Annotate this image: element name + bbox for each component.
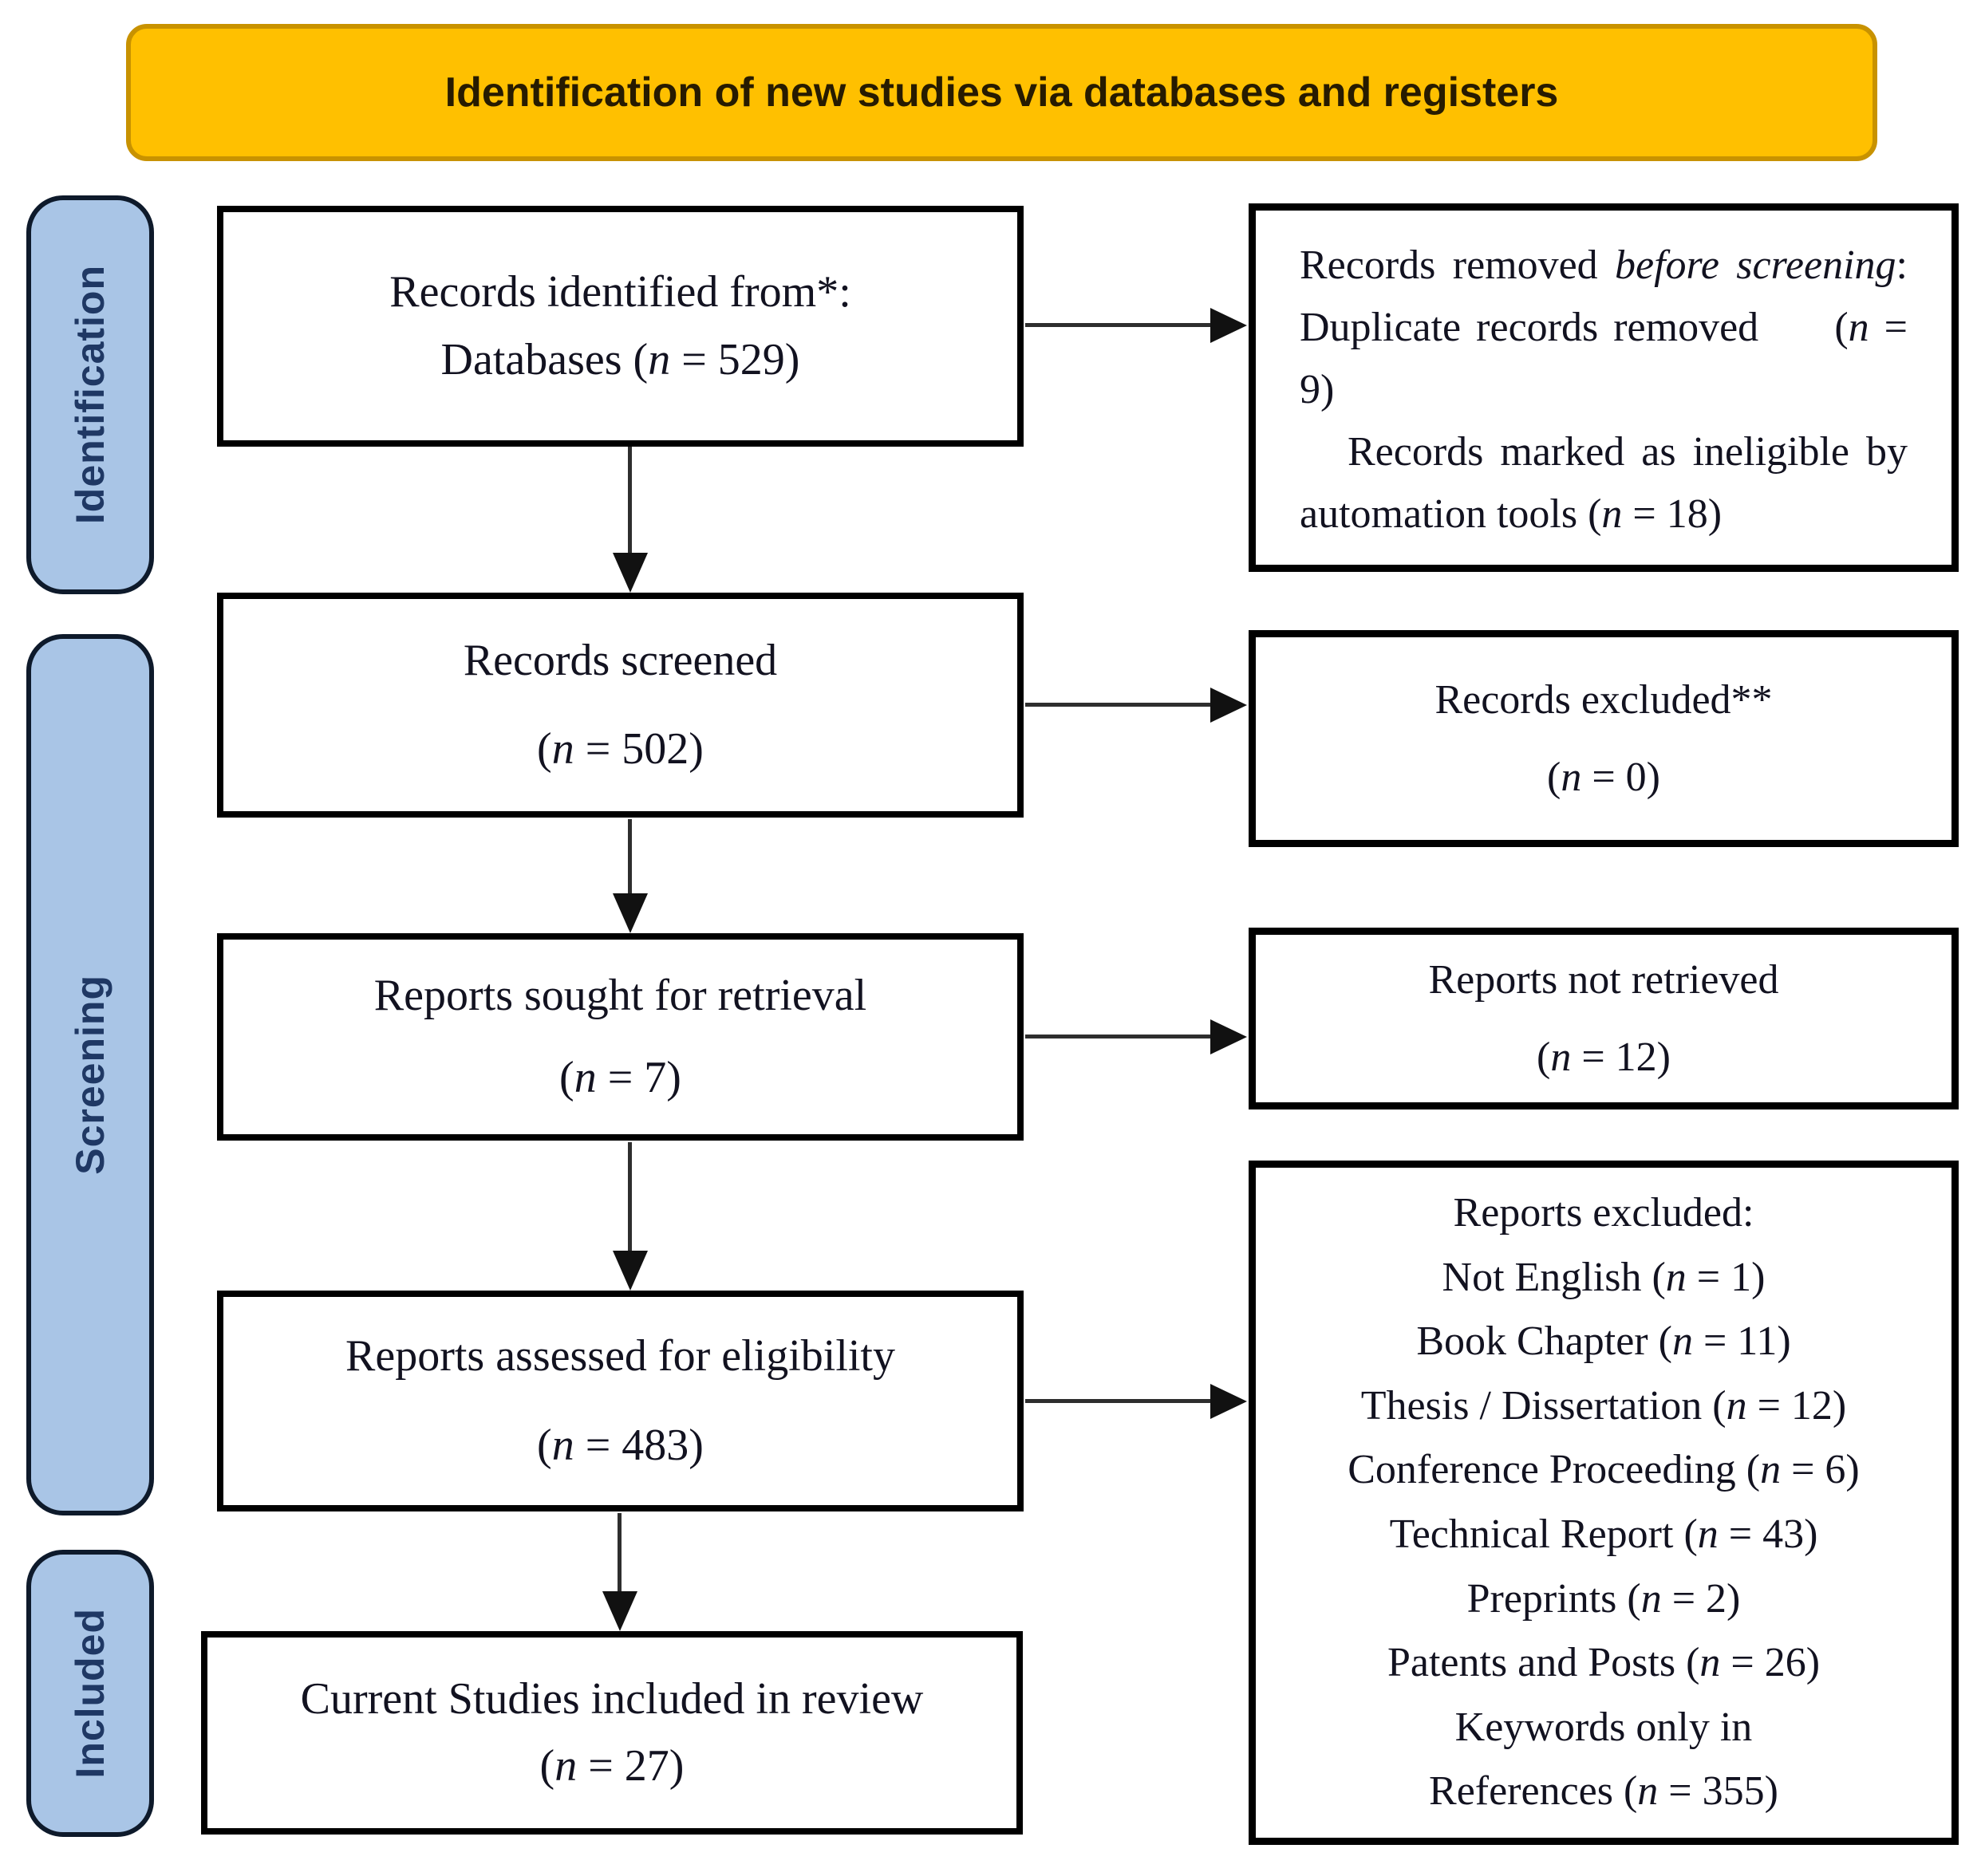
included-studies-box: Current Studies included in review (n = … (201, 1631, 1023, 1835)
included-studies-label: Current Studies included in review (300, 1674, 924, 1724)
records-excluded-label: Records excluded** (1434, 676, 1773, 723)
excluded-reason-item: Patents and Posts (n = 26) (1387, 1640, 1821, 1686)
excluded-reason-item: Conference Proceeding (n = 6) (1348, 1447, 1860, 1493)
arrow-assessed-to-reportsexcluded (1025, 1399, 1210, 1403)
records-removed-seg2: : Duplicate records removed (n = 9) (1300, 242, 1908, 412)
records-screened-label: Records screened (463, 635, 778, 685)
records-removed-box: Records removed before screening: Duplic… (1249, 203, 1959, 572)
arrow-identified-to-screened (628, 447, 632, 553)
stage-label-screening: Screening (26, 634, 154, 1515)
excluded-reason-item: Preprints (n = 2) (1466, 1575, 1741, 1622)
records-identified-label: Records identified from*: (389, 266, 851, 317)
records-identified-count: Databases (n = 529) (440, 335, 800, 384)
arrow-screened-to-excluded (1025, 703, 1210, 707)
stage-label-identification: Identification (26, 195, 154, 594)
reports-sought-count: (n = 7) (559, 1053, 681, 1102)
records-identified-box: Records identified from*: Databases (n =… (217, 206, 1024, 447)
diagram-title: Identification of new studies via databa… (444, 69, 1559, 116)
records-excluded-count: (n = 0) (1547, 755, 1660, 800)
arrow-screened-to-sought (628, 819, 632, 893)
stage-label-included: Included (26, 1550, 154, 1837)
records-removed-text: Records removed before screening: Duplic… (1300, 235, 1908, 421)
records-ineligible-text: Records marked as ineligible by automati… (1300, 429, 1908, 537)
reports-not-retrieved-count: (n = 12) (1537, 1035, 1671, 1080)
reports-excluded-list: Not English (n = 1) Book Chapter (n = 11)… (1348, 1246, 1860, 1824)
diagram-title-banner: Identification of new studies via databa… (126, 24, 1877, 161)
excluded-reason-item: Thesis / Dissertation (n = 12) (1360, 1382, 1847, 1429)
stage-label-identification-text: Identification (68, 265, 112, 525)
reports-not-retrieved-label: Reports not retrieved (1428, 956, 1779, 1003)
reports-assessed-box: Reports assessed for eligibility (n = 48… (217, 1291, 1024, 1511)
included-studies-count: (n = 27) (539, 1740, 685, 1791)
records-removed-italic: before screening (1615, 242, 1896, 288)
reports-excluded-box: Reports excluded: Not English (n = 1) Boo… (1249, 1161, 1959, 1845)
reports-excluded-heading: Reports excluded: (1453, 1190, 1754, 1236)
excluded-reason-item: Book Chapter (n = 11) (1416, 1318, 1791, 1365)
records-excluded-box: Records excluded** (n = 0) (1249, 630, 1959, 847)
arrow-identified-to-removed (1025, 323, 1210, 327)
reports-not-retrieved-box: Reports not retrieved (n = 12) (1249, 928, 1959, 1109)
excluded-reason-item: Technical Report (n = 43) (1389, 1511, 1818, 1557)
arrow-sought-to-assessed (628, 1142, 632, 1251)
reports-sought-box: Reports sought for retrieval (n = 7) (217, 933, 1024, 1141)
records-screened-count: (n = 502) (537, 724, 704, 774)
reports-assessed-count: (n = 483) (537, 1420, 704, 1470)
records-screened-box: Records screened (n = 502) (217, 593, 1024, 818)
stage-label-included-text: Included (68, 1608, 112, 1779)
reports-assessed-label: Reports assessed for eligibility (345, 1331, 895, 1381)
arrow-assessed-to-included (618, 1513, 622, 1591)
stage-label-screening-text: Screening (68, 975, 112, 1175)
reports-sought-label: Reports sought for retrieval (373, 970, 867, 1020)
records-removed-seg1: Records removed (1300, 242, 1616, 288)
arrow-sought-to-notretrieved (1025, 1035, 1210, 1038)
excluded-reason-item: Not English (n = 1) (1442, 1254, 1766, 1300)
